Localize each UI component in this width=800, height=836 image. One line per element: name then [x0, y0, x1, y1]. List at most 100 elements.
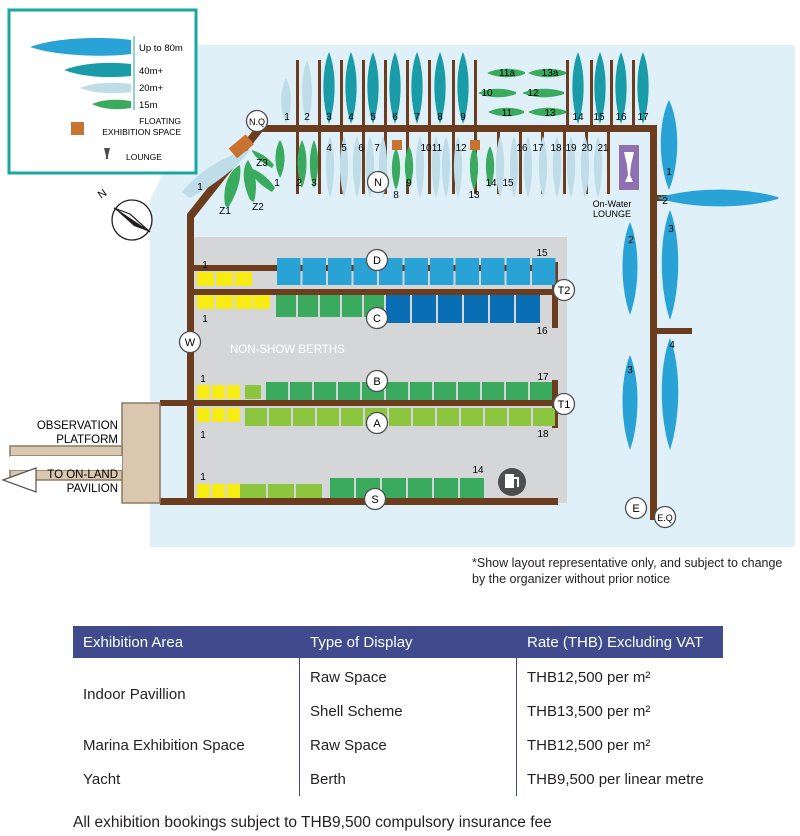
boat-15m [297, 140, 307, 188]
berth-number: 18 [550, 143, 562, 154]
berth-number: 11 [502, 108, 513, 119]
legend-lounge-icon [104, 148, 110, 159]
legend-boat-40m [64, 62, 131, 78]
marker-label-d: D [373, 255, 381, 267]
boats [182, 52, 778, 450]
berth-number: 14 [572, 112, 584, 123]
marker-label-e: E [632, 503, 639, 515]
cell-rate: THB13,500 per m² [516, 694, 723, 728]
finger-pier [566, 60, 569, 126]
marker-label-eq: E.Q [657, 513, 673, 523]
berth-number: 5 [341, 143, 347, 154]
boat-15m [528, 107, 566, 117]
berth-number: 4 [669, 340, 675, 351]
marker-label-t1: T1 [558, 399, 571, 411]
disclaimer-note: *Show layout representative only, and su… [472, 556, 783, 586]
boat-15m [250, 168, 275, 192]
table-row: Marina Exhibition Space Raw Space THB12,… [73, 728, 723, 762]
stall [320, 295, 340, 317]
cell-area: Yacht [83, 770, 121, 788]
boat-20m [431, 136, 441, 198]
berth-number: 2 [662, 196, 668, 207]
boat-15m [478, 88, 516, 98]
finger-pier [632, 60, 635, 126]
stall [485, 408, 507, 426]
boat-20m [538, 136, 548, 198]
stall [197, 408, 210, 422]
boat-40m [615, 52, 627, 124]
stall [330, 478, 354, 498]
boat-80m [622, 222, 638, 315]
stall [437, 408, 459, 426]
boat-80m [660, 100, 678, 190]
berth-number: Z1 [219, 206, 231, 217]
marina-layout-map: OBSERVATION PLATFORM TO ON-LAND PAVILION… [1, 8, 795, 547]
on-water-lounge [619, 145, 639, 190]
berth-number: Z2 [252, 202, 264, 213]
to-onland-label-1: TO ON-LAND [47, 469, 118, 481]
table-row: Indoor Pavillion Raw Space THB12,500 per… [73, 658, 723, 703]
boat-15m [309, 140, 319, 188]
marker-label-nq: N.Q [249, 117, 265, 127]
boat-40m [323, 52, 335, 124]
boat-20m [552, 136, 562, 198]
cell-rate: THB12,500 per m² [516, 658, 723, 694]
stall [212, 408, 225, 422]
marker-e [624, 496, 648, 520]
cell-area: Indoor Pavillion [83, 685, 186, 703]
berth-number: 3 [668, 224, 674, 235]
marker-nq [245, 109, 269, 133]
berth-number: 4 [348, 112, 354, 123]
observation-label-1: OBSERVATION [37, 420, 118, 432]
berth-number: 13 [468, 190, 480, 201]
berth-number: 16 [615, 112, 627, 123]
berth-number: 2 [628, 235, 634, 246]
berth-number: 21 [597, 143, 609, 154]
insurance-footnote: All exhibition bookings subject to THB9,… [73, 814, 552, 831]
boat-20m [593, 136, 603, 198]
boat-20m [352, 136, 362, 198]
boat-20m [325, 136, 335, 198]
stall [245, 408, 267, 426]
boat-20m [441, 136, 451, 198]
stall [438, 295, 462, 323]
legend-lounge-label: LOUNGE [126, 152, 162, 162]
fuel-icon [498, 468, 526, 496]
finger-pier [428, 132, 431, 194]
cell-type: Raw Space [299, 658, 517, 694]
berth-number: 3 [326, 112, 332, 123]
stall [386, 295, 410, 323]
cell-rate: THB12,500 per m² [516, 728, 723, 762]
marker-t2 [552, 278, 576, 302]
stall [328, 258, 352, 285]
marker-eq [653, 505, 677, 529]
header-exhibition-area: Exhibition Area [73, 626, 300, 658]
non-show-label: NON-SHOW BERTHS [230, 344, 345, 356]
berth-number: Z3 [256, 158, 268, 169]
legend-label-15m: 15m [139, 100, 158, 111]
stall [293, 408, 315, 426]
boat-15m [224, 165, 241, 208]
floating-exhibition-spaces [228, 134, 480, 159]
boat-40m [637, 52, 649, 124]
stall [408, 478, 432, 498]
compass-label: N [96, 187, 109, 201]
cell-rate: THB9,500 per linear metre [516, 762, 723, 796]
berth-number: 9 [460, 112, 466, 123]
boat-20m [415, 136, 425, 198]
finger-pier [406, 60, 409, 126]
stall [412, 295, 436, 323]
berth-number: 3 [627, 365, 633, 376]
berth-number: 6 [358, 143, 364, 154]
berth-number: 8 [437, 112, 443, 123]
berth-number: 11 [432, 143, 443, 154]
stall [227, 484, 240, 498]
marker-label-w: W [185, 337, 196, 349]
marker-w [178, 330, 202, 354]
boat-40m [389, 52, 401, 124]
boat-20m [281, 78, 291, 124]
berth-number: 1 [197, 182, 203, 193]
marker-t1 [552, 392, 576, 416]
stall [481, 258, 505, 285]
stall [266, 382, 288, 400]
